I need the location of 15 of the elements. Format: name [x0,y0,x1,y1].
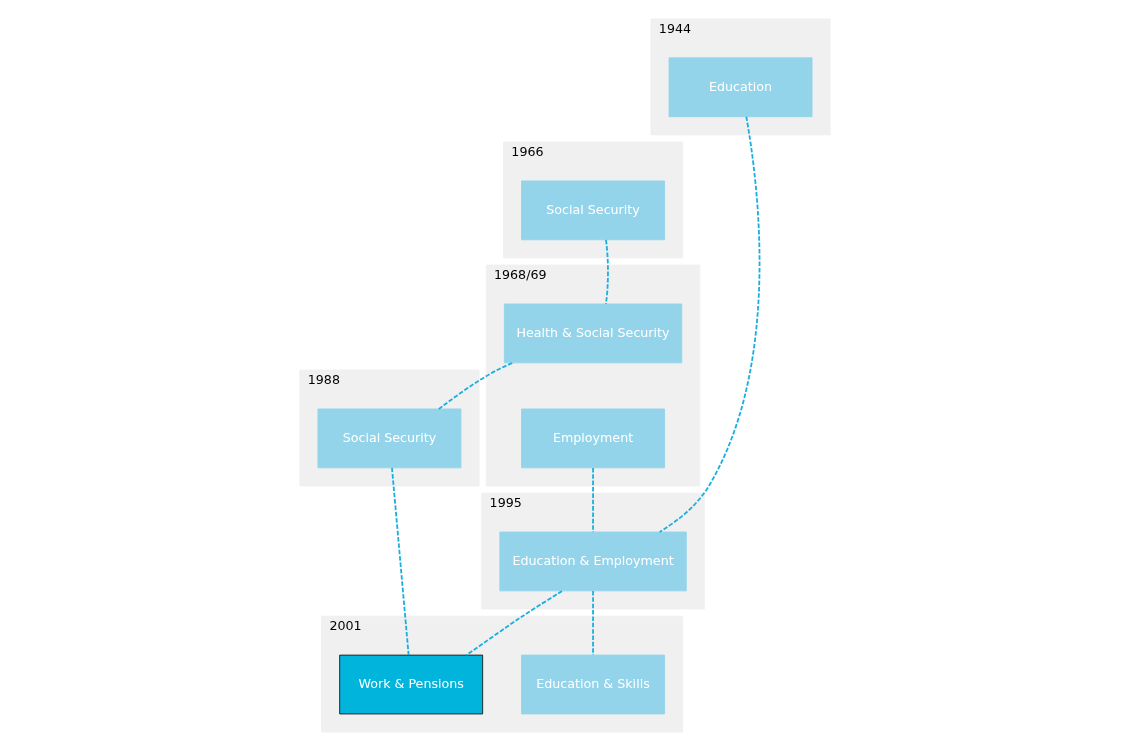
node-box: Education & Skills [521,654,665,715]
connector [437,362,514,410]
node-box: Employment [521,408,665,469]
node-box: Work & Pensions [339,654,484,715]
connector [658,115,761,533]
node-box: Health & Social Security [503,303,683,364]
connector [592,467,594,533]
node-box: Social Security [521,180,665,241]
node-box: Education [668,57,813,118]
connector [605,239,609,305]
connector [592,590,594,656]
node-box: Education & Employment [499,531,687,592]
node-box: Social Security [317,408,462,469]
connector [391,466,410,656]
connector [465,590,563,656]
